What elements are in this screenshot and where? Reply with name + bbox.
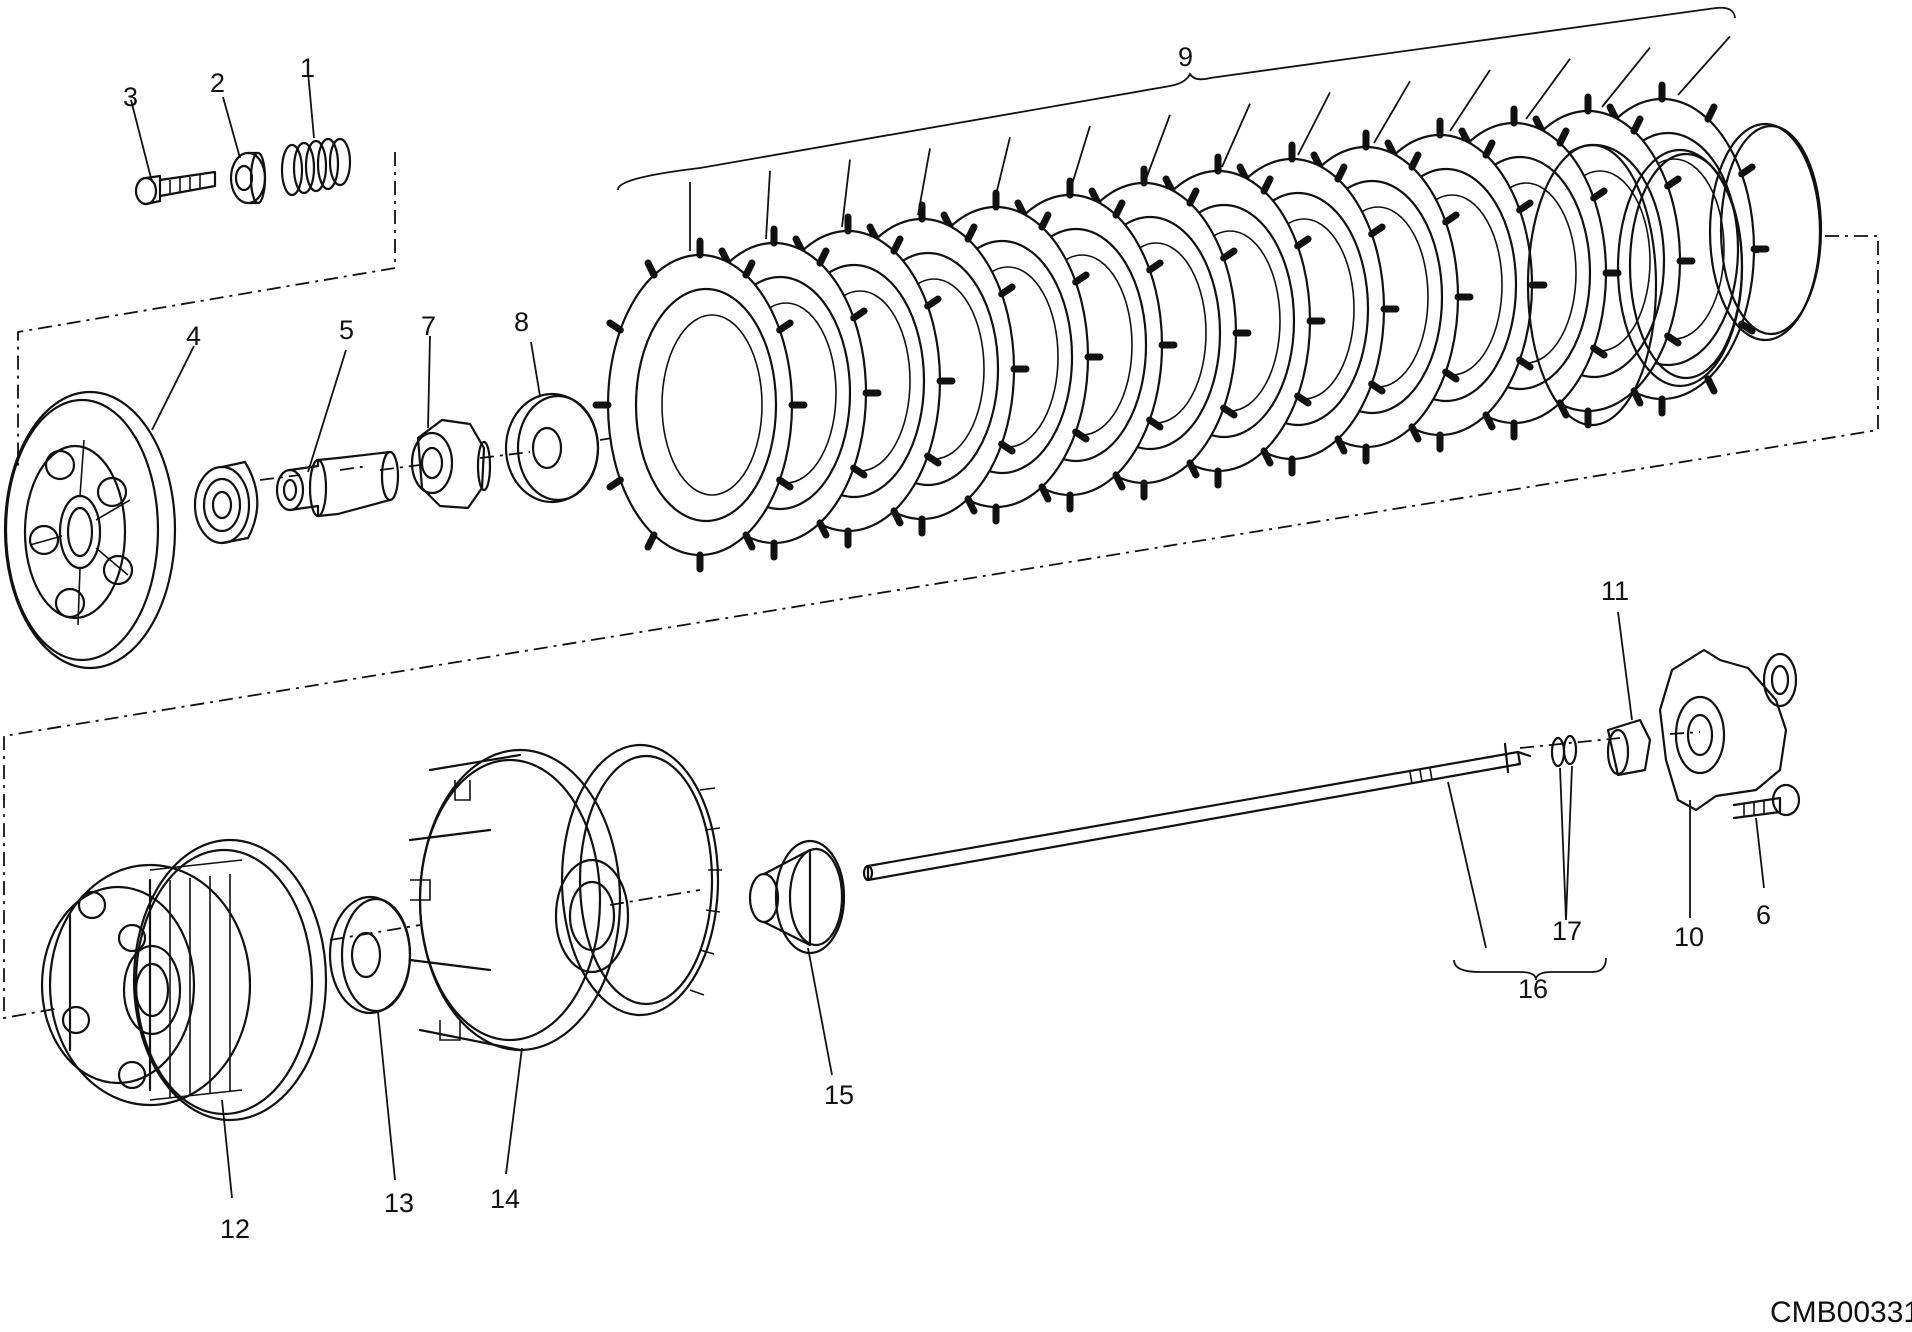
pushrod-part-16: [862, 742, 1532, 882]
spring-part-1: [280, 137, 352, 197]
callout-13: 13: [384, 1188, 414, 1218]
thrust-washer-part-13: [328, 895, 412, 1015]
callout-8: 8: [514, 307, 529, 337]
retaining-rings: [1616, 122, 1823, 388]
pushrod-bushing-part-5: [275, 450, 400, 518]
callout-5: 5: [339, 315, 354, 345]
callout-11: 11: [1601, 576, 1629, 606]
screw-part-3: [134, 170, 217, 206]
piston-part-11: [1606, 718, 1652, 777]
callout-14: 14: [490, 1184, 520, 1214]
bolt-part-6: [1732, 783, 1801, 820]
clutch-plate-pack-part-9: [592, 81, 1770, 573]
washer-part-8: [504, 392, 600, 504]
callout-15: 15: [824, 1080, 854, 1110]
clutch-basket-part-14: [408, 743, 722, 1052]
callout-9: 9: [1178, 42, 1193, 72]
seals-part-17: [1550, 734, 1578, 768]
pressure-plate-part-4: [3, 390, 177, 670]
callout-10: 10: [1674, 922, 1704, 952]
callout-labels: 3 2 1 9 4 5 7 8 11 6 10 17 16 15 14 13 1…: [123, 42, 1912, 1329]
bushing-part-15: [748, 839, 846, 955]
plate-pack-leader-lines: [689, 35, 1731, 251]
steel-plate: [1526, 143, 1658, 427]
callout-17: 17: [1552, 916, 1582, 946]
nut-part-7: [410, 418, 492, 510]
spring-cap-part-2: [229, 151, 267, 205]
callout-7: 7: [421, 311, 436, 341]
callout-2: 2: [210, 68, 225, 98]
clutch-hub-part-12: [40, 838, 328, 1122]
callout-1: 1: [300, 53, 315, 83]
drawing-code: CMB00331: [1770, 1296, 1912, 1329]
clutch-plate: [592, 237, 808, 573]
callout-12: 12: [220, 1214, 250, 1244]
slave-cylinder-part-10: [1658, 648, 1798, 812]
leader-lines: [130, 6, 1765, 1199]
callout-16: 16: [1518, 974, 1548, 1004]
bearing: [193, 460, 259, 545]
callout-4: 4: [186, 321, 201, 351]
callout-6: 6: [1756, 900, 1771, 930]
callout-3: 3: [123, 82, 138, 112]
